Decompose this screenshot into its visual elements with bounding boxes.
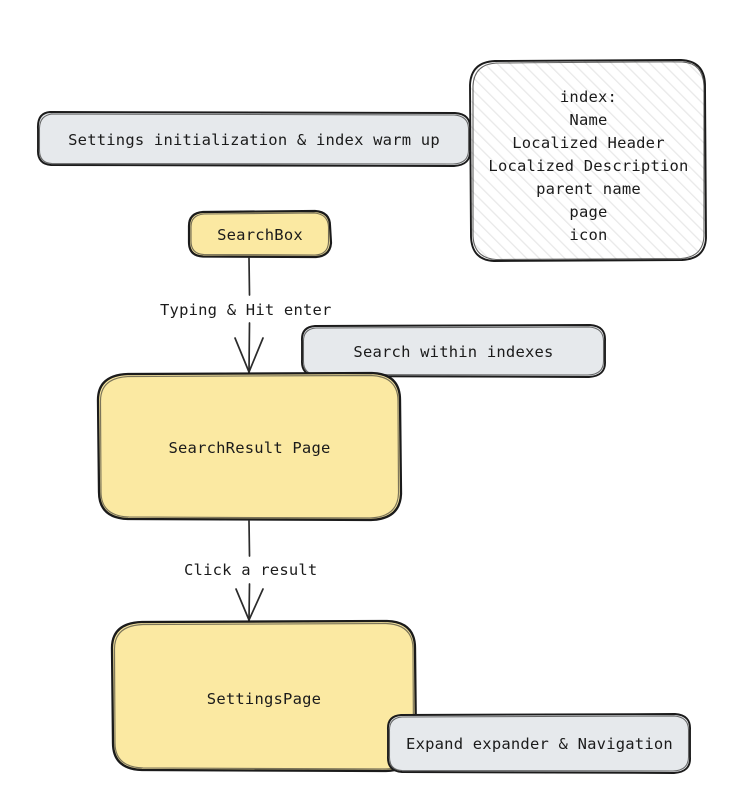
search-within-indexes-annotation	[301, 324, 606, 378]
settings-page-node[interactable]	[110, 619, 418, 773]
edge-typing-hit-enter	[234, 257, 264, 373]
index-box	[469, 59, 707, 262]
search-result-page-node[interactable]	[96, 371, 403, 522]
settings-init-annotation	[37, 111, 471, 167]
edge-click-a-result	[235, 520, 264, 621]
expand-expander-annotation	[387, 713, 691, 774]
search-box-node[interactable]	[187, 209, 333, 259]
